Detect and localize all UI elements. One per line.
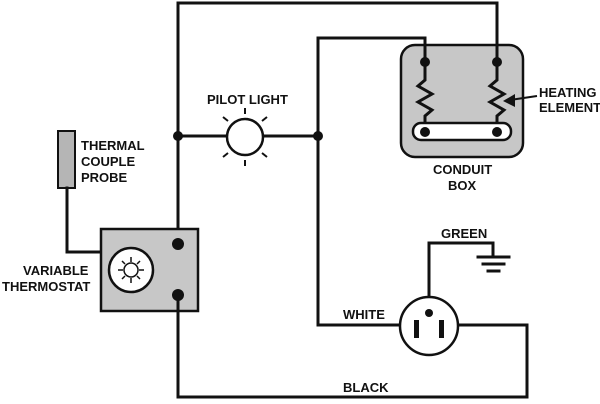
pilot-light-label: PILOT LIGHT [207, 92, 288, 107]
heating-element-label-line1: HEATING [539, 85, 597, 100]
ground-icon [476, 255, 511, 273]
junction-left [173, 131, 183, 141]
conduit-box-label-line1: CONDUIT [433, 162, 492, 177]
wire-black [176, 293, 529, 399]
thermostat-terminal-top [172, 238, 184, 250]
thermal-label-line1: THERMAL [81, 138, 145, 153]
heating-element-label-line2: ELEMENT [539, 100, 600, 115]
wire-top-loop [176, 1, 499, 240]
thermostat-label-line2: THERMOSTAT [2, 279, 90, 294]
heating-element-arrow [503, 94, 538, 107]
thermostat-label-line1: VARIABLE [23, 263, 89, 278]
thermal-label-line2: COUPLE [81, 154, 136, 169]
green-label: GREEN [441, 226, 487, 241]
dial-icon [107, 246, 155, 294]
white-label: WHITE [343, 307, 385, 322]
lamp-icon [222, 108, 268, 166]
wire-white [316, 134, 403, 327]
thermal-couple-probe [57, 130, 76, 189]
black-label: BLACK [343, 380, 389, 395]
outlet-icon [398, 295, 460, 357]
wire-green [427, 241, 495, 302]
thermal-label-line3: PROBE [81, 170, 128, 185]
conduit-box-label-line2: BOX [448, 178, 477, 193]
resistor-icon [411, 43, 513, 142]
